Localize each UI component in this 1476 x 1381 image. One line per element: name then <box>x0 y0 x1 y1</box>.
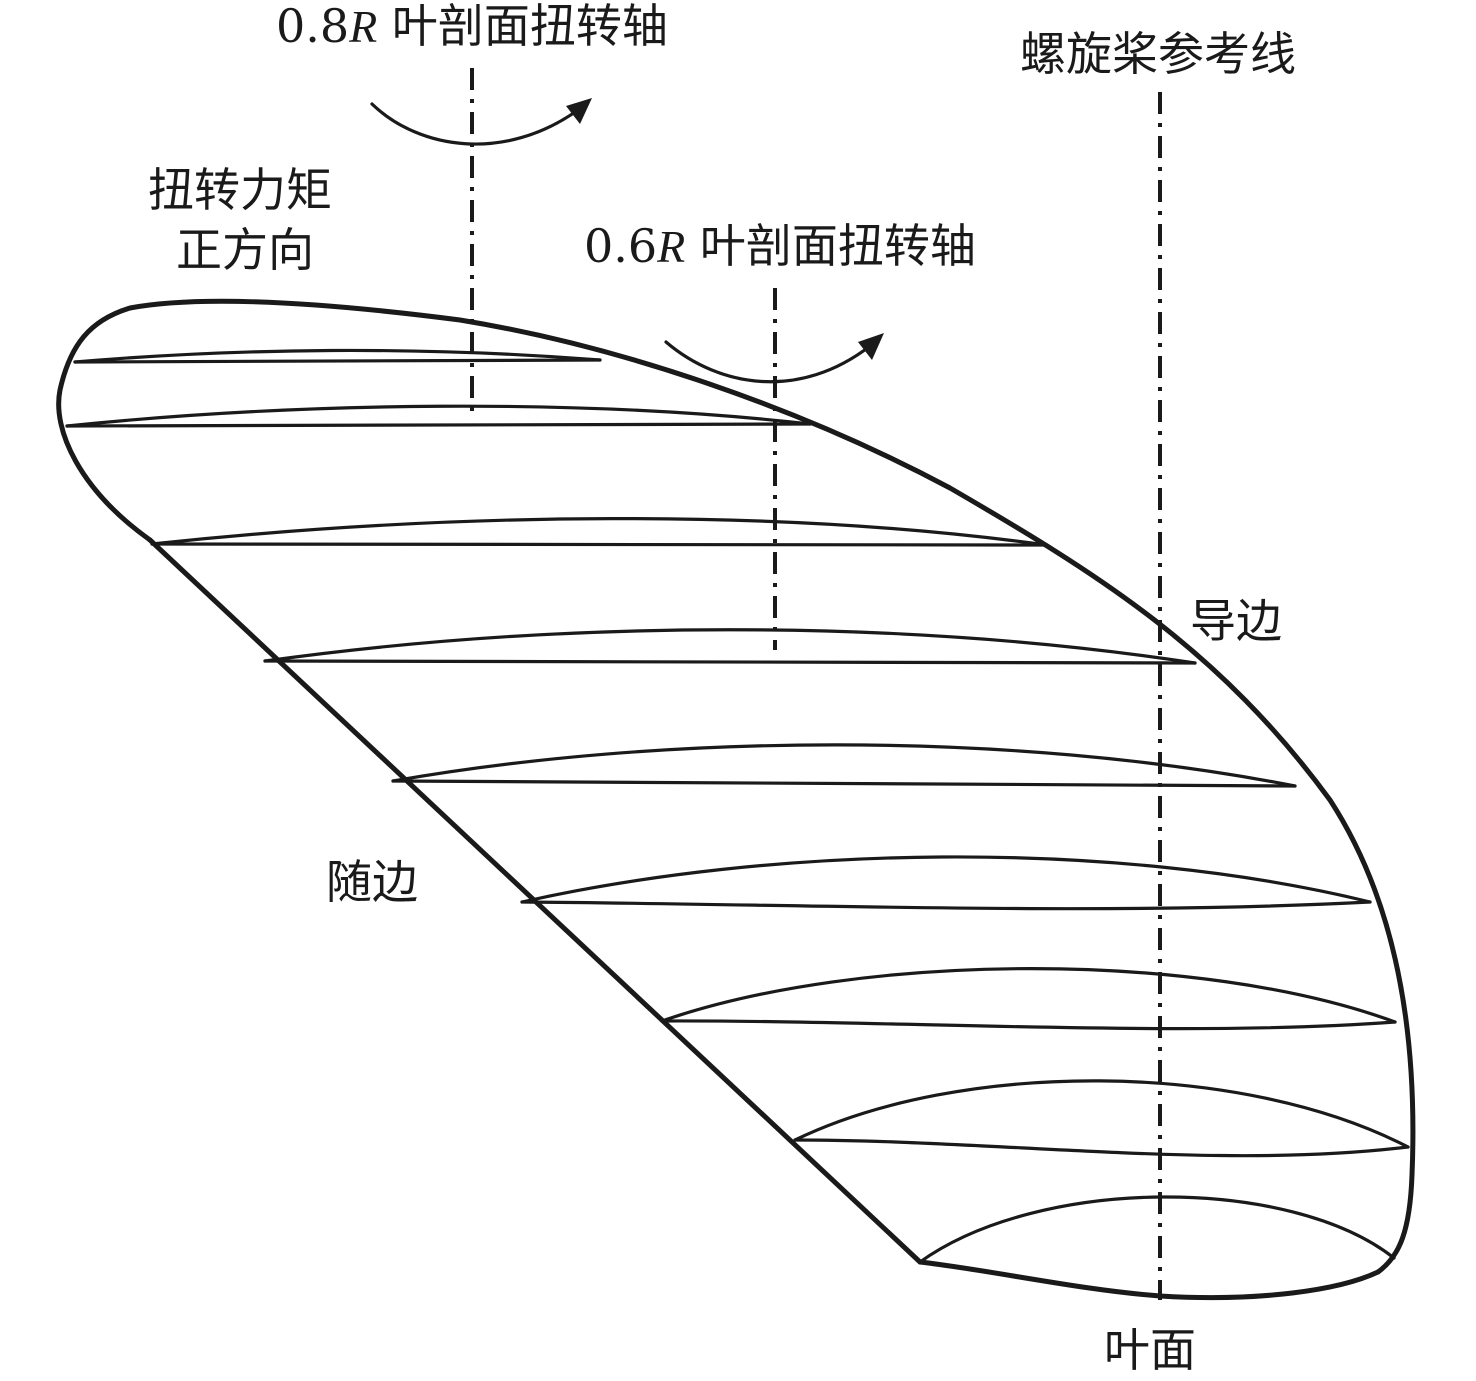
axis-08R-label: 0.8R 叶剖面扭转轴 <box>276 0 668 53</box>
section-7 <box>660 967 1397 1031</box>
section-1 <box>73 348 602 364</box>
axes <box>470 68 1162 1300</box>
axis-06R-label: 0.6R 叶剖面扭转轴 <box>584 219 976 273</box>
section-3 <box>150 517 1048 547</box>
blade-root-curve <box>917 1259 1381 1301</box>
torque-direction-label-line1: 扭转力矩 <box>148 163 332 217</box>
arrowhead-icon <box>566 98 592 124</box>
section-5 <box>391 743 1297 788</box>
section-6 <box>520 855 1372 911</box>
blade-sections <box>65 348 1410 1264</box>
section-9 <box>918 1195 1396 1264</box>
section-4 <box>263 628 1197 665</box>
torque-arrows <box>370 98 884 384</box>
section-8 <box>793 1079 1410 1158</box>
reference-line-label: 螺旋桨参考线 <box>1020 27 1296 81</box>
labels: 0.8R 叶剖面扭转轴 螺旋桨参考线 扭转力矩 正方向 0.6R 叶剖面扭转轴 … <box>148 0 1296 1377</box>
torque-direction-label-line2: 正方向 <box>176 223 314 277</box>
torque-arrow-08R <box>370 98 592 146</box>
blade-face-label: 叶面 <box>1104 1323 1196 1377</box>
blade-outline <box>56 298 1416 1301</box>
blade-tip-curve <box>56 298 1416 1275</box>
leading-edge-label: 导边 <box>1190 594 1282 648</box>
torque-arrow-06R <box>664 333 884 384</box>
trailing-edge-label: 随边 <box>326 855 418 909</box>
arrowhead-icon <box>858 333 884 360</box>
section-2 <box>65 404 812 428</box>
